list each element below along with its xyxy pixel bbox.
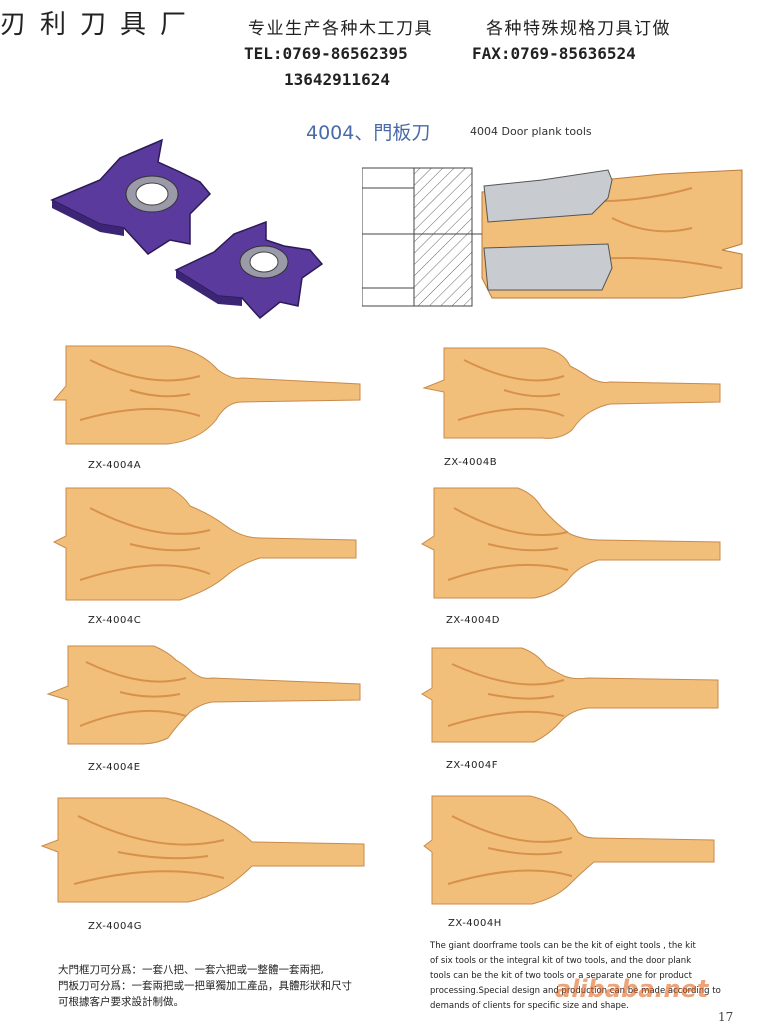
profile-image-g [40, 797, 365, 903]
note-cn-line-3: 可根據客户要求設計制做。 [58, 996, 184, 1008]
mobile-number: 13642911624 [284, 70, 390, 89]
profile-label-d: ZX-4004D [446, 615, 500, 626]
notes-english: The giant doorframe tools can be the kit… [430, 939, 770, 1014]
note-en-line-3: tools can be the kit of two tools or a s… [430, 971, 692, 981]
profile-label-f: ZX-4004F [446, 760, 499, 771]
note-en-line-2: of six tools or the integral kit of two … [430, 956, 692, 966]
profile-image-c [52, 487, 357, 601]
notes-chinese: 大門框刀可分爲：一套八把、一套六把或一整體一套兩把, 門板刀可分爲：一套兩把或一… [58, 962, 398, 1010]
tagline-right: 各种特殊规格刀具订做 [486, 19, 671, 39]
profile-label-a: ZX-4004A [88, 460, 142, 471]
profile-image-d [421, 487, 721, 599]
section-title-en: 4004 Door plank tools [470, 125, 592, 138]
note-cn-line-2: 門板刀可分爲：一套兩把或一把單獨加工產品，具體形狀和尺寸 [58, 980, 352, 992]
profile-label-e: ZX-4004E [88, 762, 141, 773]
note-en-line-1: The giant doorframe tools can be the kit… [430, 941, 696, 951]
profile-label-b: ZX-4004B [444, 457, 498, 468]
brand-name: 刃利刀具厂 [0, 10, 201, 40]
tel-number: TEL:0769-86562395 [244, 44, 408, 63]
tagline-left: 专业生产各种木工刀具 [248, 19, 433, 39]
profile-label-h: ZX-4004H [448, 918, 502, 929]
note-en-line-5: demands of clients for specific size and… [430, 1001, 629, 1011]
profile-label-c: ZX-4004C [88, 615, 142, 626]
profile-image-e [46, 645, 361, 745]
fax-number: FAX:0769-85636524 [472, 44, 636, 63]
section-title-cn: 4004、門板刀 [306, 122, 431, 144]
cutter-small-image [174, 220, 324, 320]
note-cn-line-1: 大門框刀可分爲：一套八把、一套六把或一整體一套兩把, [58, 964, 324, 976]
profile-image-f [421, 647, 719, 743]
page-number: 17 [718, 1010, 734, 1024]
cutter-section-diagram [362, 167, 743, 307]
profile-image-b [422, 347, 721, 439]
cutter-photos [50, 138, 324, 320]
note-en-line-4: processing.Special design and production… [430, 986, 721, 996]
profile-image-a [52, 345, 361, 445]
profile-image-h [423, 795, 715, 905]
watermark: alibaba.net [555, 975, 709, 1003]
cutter-large-image [50, 138, 212, 255]
profile-label-g: ZX-4004G [88, 921, 143, 932]
